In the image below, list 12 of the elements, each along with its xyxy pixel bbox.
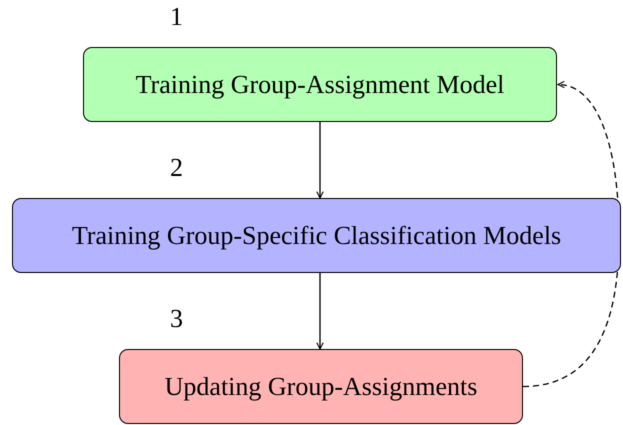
process-box xyxy=(83,47,557,122)
arrow xyxy=(316,273,324,350)
step-number: 3 xyxy=(170,304,183,334)
step-number: 2 xyxy=(170,153,183,183)
step-label: Training Group-Specific Classification Models xyxy=(72,220,562,250)
process-box xyxy=(12,198,621,273)
arrow xyxy=(316,122,324,199)
step-label: Updating Group-Assignments xyxy=(164,372,478,402)
step-label: Training Group-Assignment Model xyxy=(136,70,504,100)
arrow xyxy=(522,82,620,388)
step-number: 1 xyxy=(170,2,183,32)
process-box xyxy=(119,349,523,424)
